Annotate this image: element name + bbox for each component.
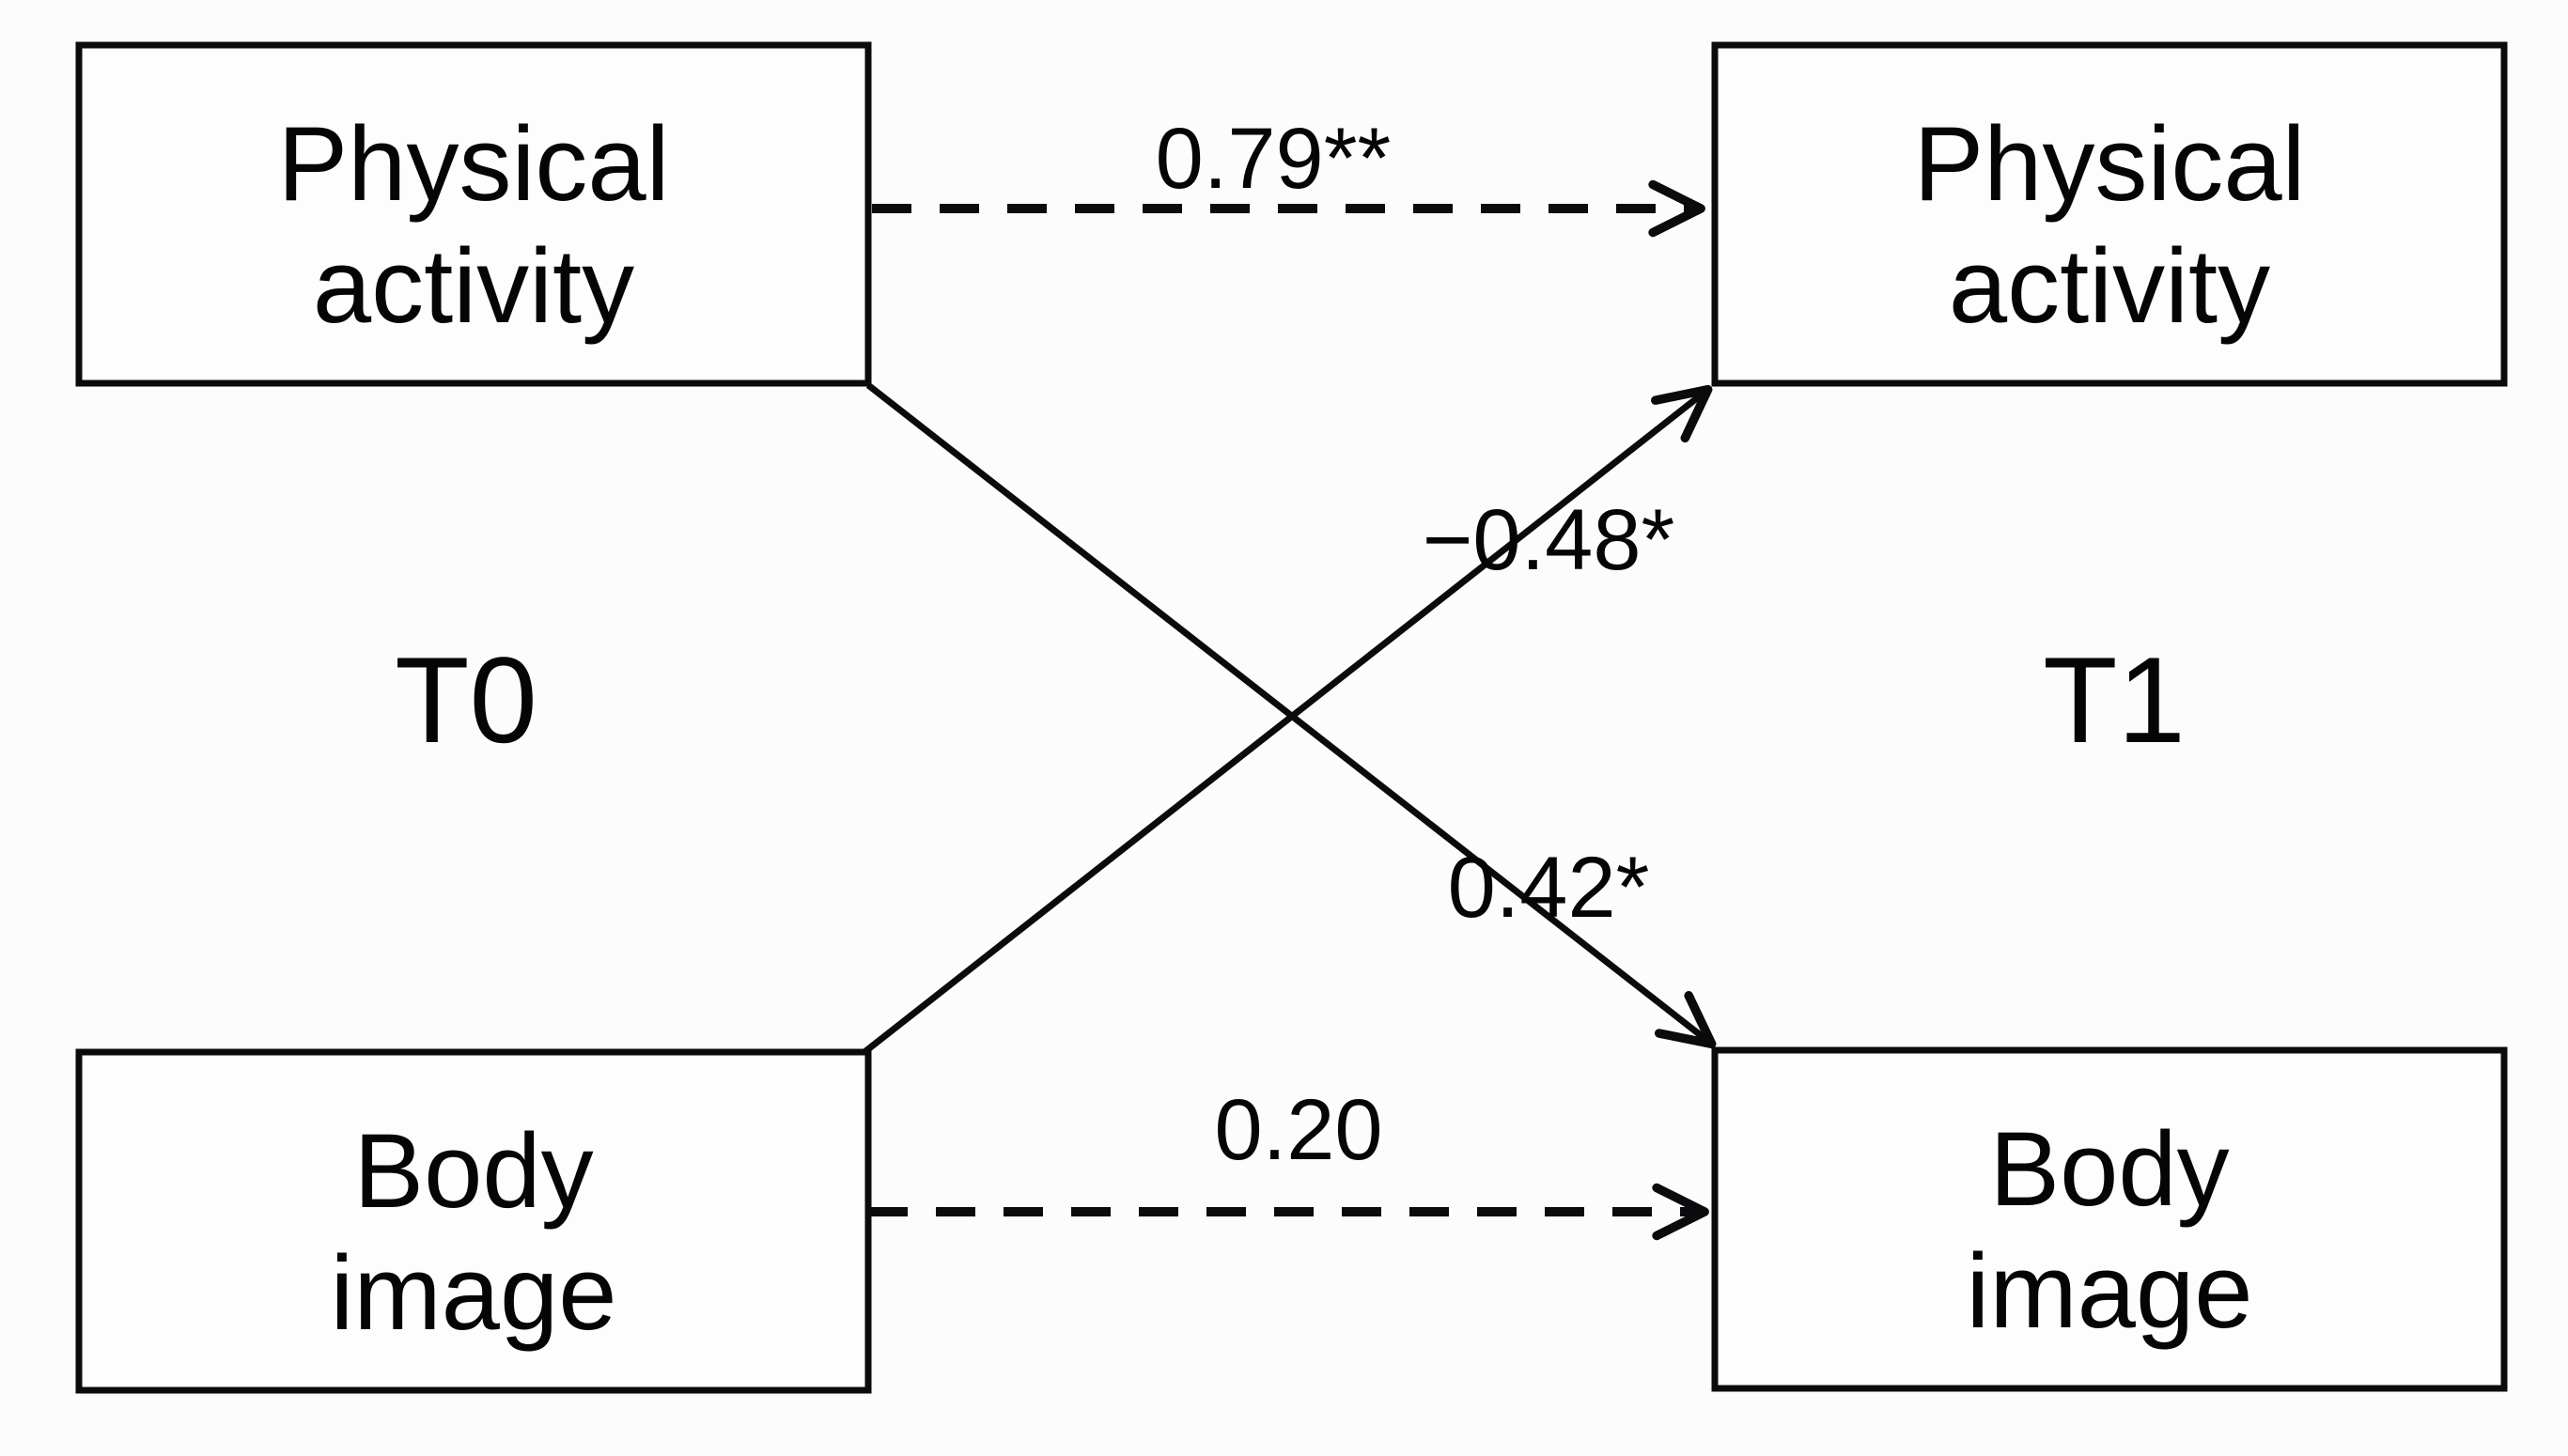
node-body-image-t0-label-line1: Body — [353, 1112, 593, 1230]
time-label-t0: T0 — [395, 631, 537, 768]
node-physical-activity-t0 — [75, 41, 872, 387]
time-label-t1: T1 — [2043, 631, 2186, 768]
node-body-image-t1 — [1711, 1046, 2508, 1392]
node-physical-activity-t0-label-line2: activity — [313, 227, 634, 345]
arrow-bi-to-pa-cross — [862, 384, 1713, 1055]
coefficient-bi-to-pa-cross: −0.48* — [1423, 492, 1675, 588]
node-physical-activity-t1-label-line1: Physical — [1913, 105, 2305, 223]
coefficient-pa-to-bi-cross: 0.42* — [1448, 840, 1650, 936]
node-physical-activity-t1-label-line2: activity — [1949, 227, 2270, 345]
node-body-image-t0-label-line2: image — [330, 1234, 616, 1352]
node-physical-activity-t0-label-line1: Physical — [277, 105, 669, 223]
node-body-image-t0 — [75, 1048, 872, 1394]
node-body-image-t1-label-line2: image — [1966, 1232, 2252, 1350]
node-body-image-t1-label-line1: Body — [1989, 1110, 2229, 1228]
coefficient-bi-stability: 0.20 — [1214, 1082, 1382, 1178]
arrow-pa-to-bi-cross — [865, 382, 1717, 1049]
coefficient-pa-stability: 0.79** — [1156, 111, 1392, 207]
node-physical-activity-t1 — [1711, 41, 2508, 387]
